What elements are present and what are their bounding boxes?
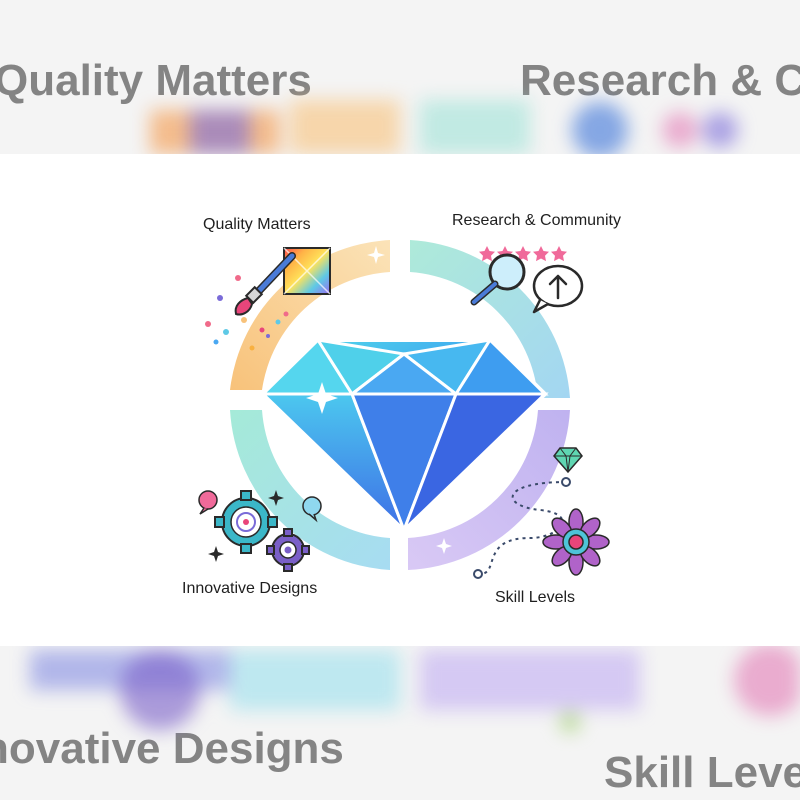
ring-sparkle-icon	[436, 538, 452, 554]
diagram-canvas	[198, 240, 610, 579]
ring-segment-innovative	[230, 410, 390, 570]
ring-segment-skill	[408, 410, 570, 570]
central-diamond-icon	[259, 337, 549, 535]
label-skill-levels: Skill Levels	[495, 589, 576, 606]
ring-segment-quality	[230, 240, 390, 390]
paintbrush-icon	[234, 252, 296, 316]
magnifier-icon	[470, 253, 526, 306]
sparkle-icon	[208, 490, 284, 562]
paint-dots-icon	[205, 275, 289, 351]
label-quality-matters: Quality Matters	[203, 216, 311, 233]
label-innovative-designs: Innovative Designs	[182, 580, 318, 597]
upvote-bubble-icon	[532, 264, 584, 314]
ghost-title-top-right: Research & Comm	[520, 56, 800, 105]
ghost-title-bottom-right: Skill Levels	[604, 748, 800, 797]
small-diamond-icon	[553, 447, 583, 474]
ghost-title-top-left: Quality Matters	[0, 56, 312, 105]
gears-icon	[214, 490, 310, 572]
mandala-icon	[542, 508, 610, 576]
ghost-title-bottom-left: novative Designs	[0, 724, 344, 773]
ring-segment-research	[410, 240, 570, 398]
diagram-card: Quality Matters Research & Community Ski…	[0, 154, 800, 646]
speech-bubble-icon	[198, 490, 322, 523]
ring-sparkle-icon	[367, 246, 385, 264]
star-rating-icon	[479, 246, 567, 262]
label-research-community: Research & Community	[452, 212, 621, 229]
diamond-sparkle-icon	[306, 382, 338, 414]
